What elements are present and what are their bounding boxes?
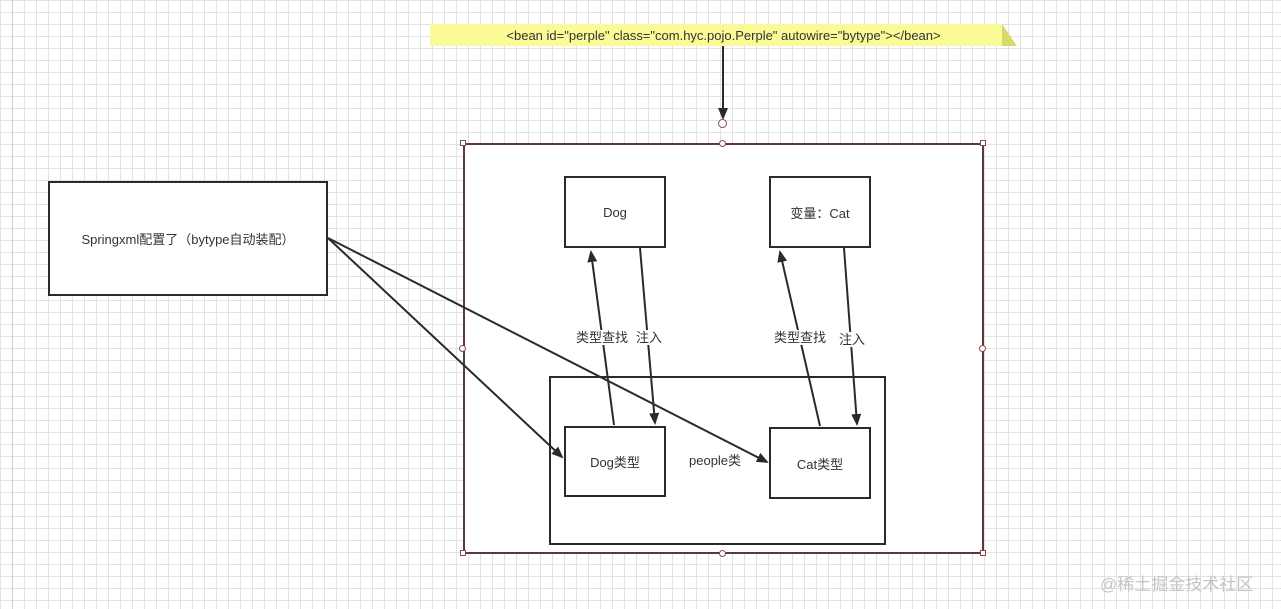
dog-lookup-label: 类型查找 [576, 330, 629, 345]
people-class-label: people类 [689, 453, 742, 468]
cat-lookup-label: 类型查找 [774, 330, 827, 345]
arrow-endpoint-handle[interactable] [718, 119, 727, 128]
cat-variable-text: 变量：Cat [790, 205, 850, 221]
connection-point-left[interactable] [459, 345, 466, 352]
note-fold-corner [1002, 24, 1017, 46]
watermark-text: @稀土掘金技术社区 [1100, 575, 1254, 594]
bean-config-note[interactable]: <bean id="perple" class="com.hyc.pojo.Pe… [430, 24, 1017, 46]
dog-type-box[interactable]: Dog类型 [564, 426, 666, 497]
connection-point-top[interactable] [719, 140, 726, 147]
springxml-config-text: Springxml配置了（bytype自动装配） [81, 232, 295, 247]
bean-config-note-text: <bean id="perple" class="com.hyc.pojo.Pe… [506, 27, 941, 43]
dog-box[interactable]: Dog [564, 176, 666, 248]
resize-handle-top-left[interactable] [460, 140, 466, 146]
canvas-left-ruler [12, 0, 13, 609]
resize-handle-top-right[interactable] [980, 140, 986, 146]
cat-inject-label: 注入 [839, 332, 866, 347]
dog-type-text: Dog类型 [590, 455, 640, 470]
cat-type-text: Cat类型 [796, 456, 844, 472]
cat-type-box[interactable]: Cat类型 [769, 427, 871, 499]
dog-inject-label: 注入 [636, 330, 663, 345]
springxml-config-box[interactable]: Springxml配置了（bytype自动装配） [48, 181, 328, 296]
resize-handle-bottom-left[interactable] [460, 550, 466, 556]
resize-handle-bottom-right[interactable] [980, 550, 986, 556]
dog-text: Dog [603, 204, 627, 220]
connection-point-right[interactable] [979, 345, 986, 352]
connection-point-bottom[interactable] [719, 550, 726, 557]
cat-variable-box[interactable]: 变量：Cat [769, 176, 871, 248]
